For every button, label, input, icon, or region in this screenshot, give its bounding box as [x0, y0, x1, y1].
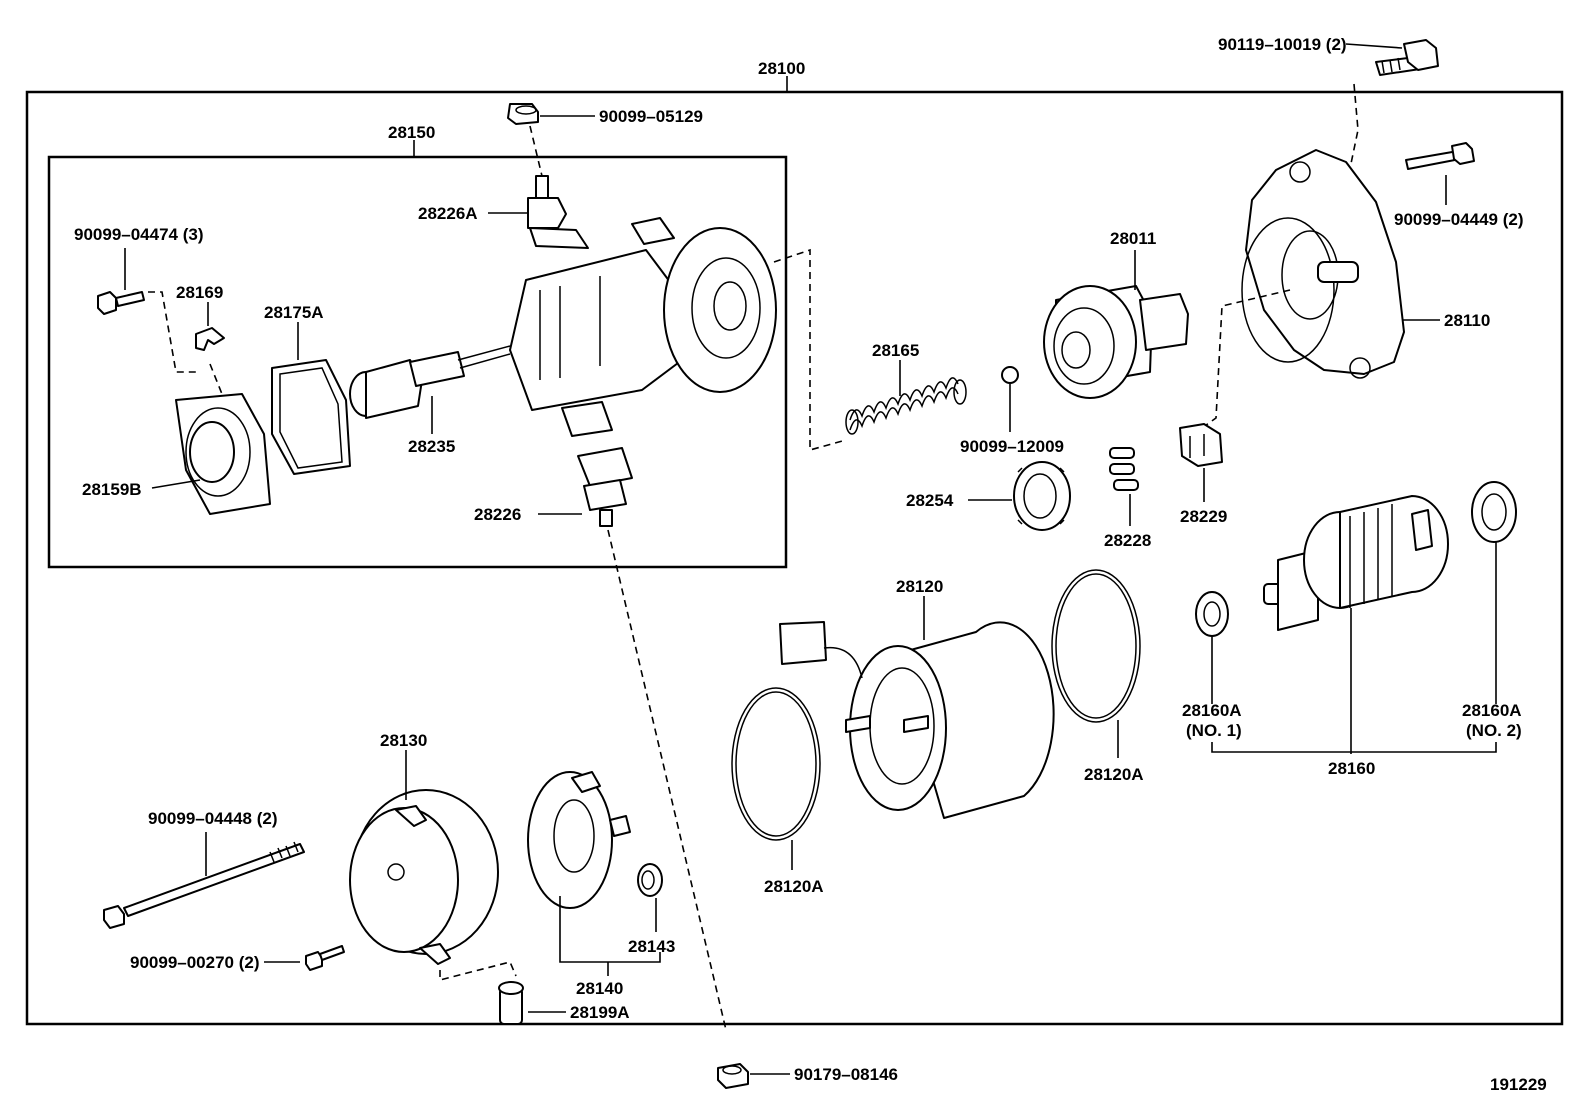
label-28120: 28120	[896, 577, 943, 596]
brush-holder-28140	[527, 771, 631, 909]
label-28175a: 28175A	[264, 303, 324, 322]
label-90099-12009: 90099–12009	[960, 437, 1064, 456]
label-28160a-no2: 28160A	[1462, 701, 1522, 720]
bearing-28160a-no1	[1195, 591, 1229, 637]
label-28150: 28150	[388, 123, 435, 142]
label-28159b: 28159B	[82, 480, 142, 499]
spring-28165	[845, 377, 967, 435]
oring-28120a-left	[731, 687, 821, 841]
label-90099-00270: 90099–00270 (2)	[130, 953, 260, 972]
label-28226: 28226	[474, 505, 521, 524]
label-28160a-no2-note: (NO. 2)	[1466, 721, 1522, 740]
bolt-90119-10019	[1375, 39, 1439, 76]
label-28120a-right: 28120A	[1084, 765, 1144, 784]
nut-90099-05129	[507, 103, 539, 125]
label-90099-05129: 90099–05129	[599, 107, 703, 126]
label-28199a: 28199A	[570, 1003, 630, 1022]
rollers-28228	[1109, 447, 1139, 491]
label-28130: 28130	[380, 731, 427, 750]
brush-28143	[637, 863, 663, 897]
label-90099-04448: 90099–04448 (2)	[148, 809, 278, 828]
label-28160: 28160	[1328, 759, 1375, 778]
clip-28169	[195, 327, 225, 351]
end-frame-28130	[349, 789, 499, 965]
label-28254: 28254	[906, 491, 954, 510]
figure-code: 191229	[1490, 1075, 1547, 1094]
yoke-28120	[779, 621, 1055, 819]
label-28226a: 28226A	[418, 204, 478, 223]
retainer-28229	[1179, 423, 1223, 467]
label-28165: 28165	[872, 341, 919, 360]
assembly-frame	[25, 90, 1564, 1026]
label-28235: 28235	[408, 437, 455, 456]
ball-90099-12009	[1001, 366, 1019, 384]
gear-28254	[1013, 461, 1071, 531]
armature-28160	[1263, 495, 1449, 631]
label-28160a-no1-note: (NO. 1)	[1186, 721, 1242, 740]
label-28120a-left: 28120A	[764, 877, 824, 896]
housing-28110	[1241, 149, 1405, 379]
screw-90099-00270	[305, 945, 345, 971]
label-90099-04474: 90099–04474 (3)	[74, 225, 204, 244]
bolt-90099-04449	[1405, 142, 1475, 170]
label-28143: 28143	[628, 937, 675, 956]
label-28011: 28011	[1110, 229, 1156, 248]
label-90099-04449: 90099–04449 (2)	[1394, 210, 1524, 229]
label-28110: 28110	[1444, 311, 1490, 330]
label-28228: 28228	[1104, 531, 1151, 550]
label-28229: 28229	[1180, 507, 1227, 526]
label-28100: 28100	[758, 59, 805, 78]
clutch-28011	[1043, 285, 1189, 399]
label-90119-10019: 90119–10019 (2)	[1218, 35, 1347, 54]
cover-28159b	[175, 393, 271, 515]
terminal-28226	[577, 447, 633, 527]
bolt-90099-04448	[103, 841, 305, 929]
plug-28199a	[498, 981, 524, 1025]
solenoid-housing	[509, 217, 777, 437]
terminal-28226a	[527, 175, 589, 249]
nut-90179-08146	[717, 1063, 749, 1089]
label-28160a-no1: 28160A	[1182, 701, 1242, 720]
label-28169: 28169	[176, 283, 223, 302]
oring-28120a-right	[1051, 569, 1141, 723]
plunger-28235	[349, 345, 511, 419]
label-28140: 28140	[576, 979, 623, 998]
gasket-28175a	[271, 359, 351, 475]
subassembly-frame	[47, 155, 788, 569]
bearing-28160a-no2	[1471, 481, 1517, 543]
bolt-90099-04474	[97, 291, 145, 315]
label-90179-08146: 90179–08146	[794, 1065, 898, 1084]
